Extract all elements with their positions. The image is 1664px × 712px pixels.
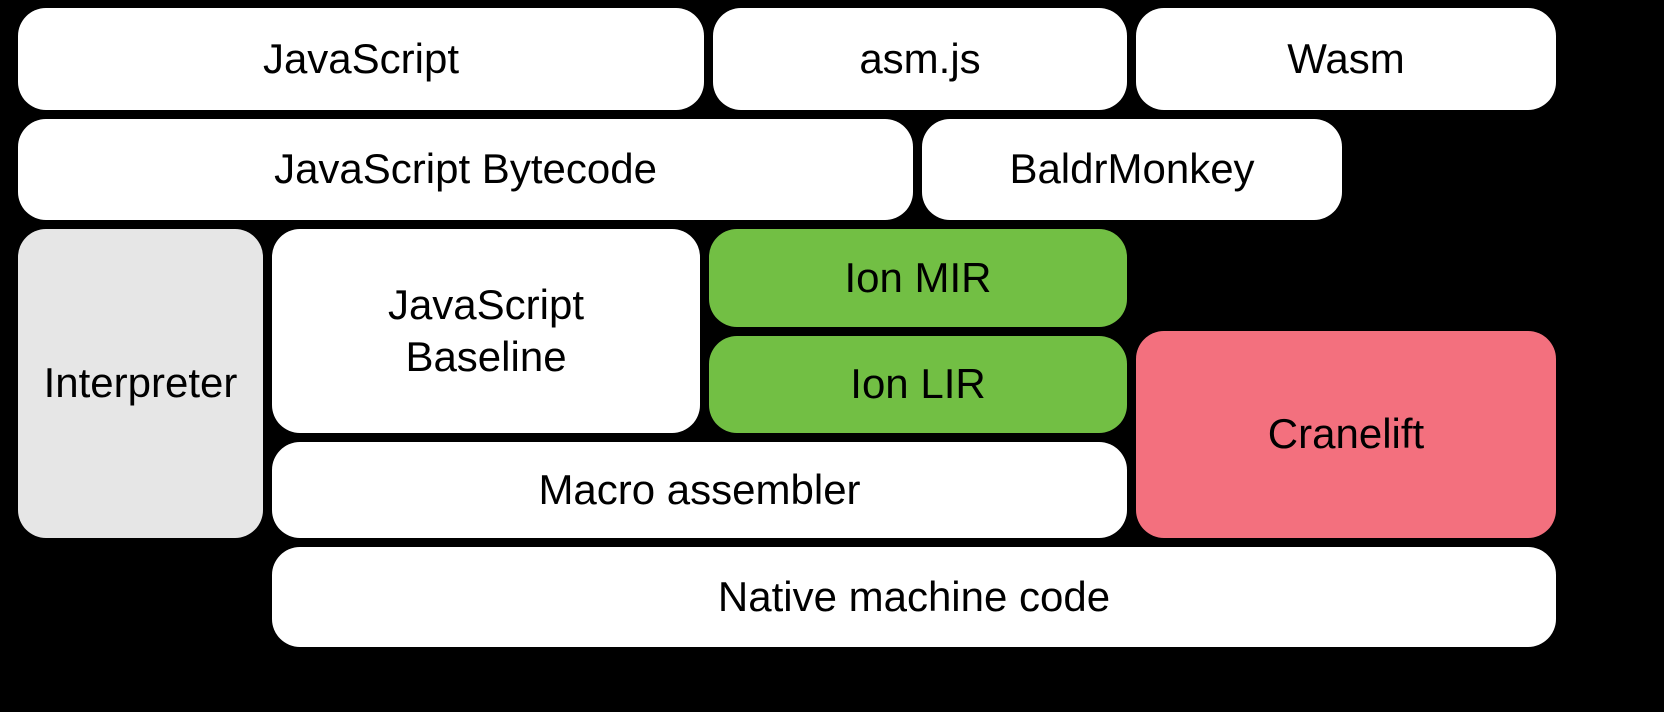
box-ion-mir-label: Ion MIR (844, 253, 992, 301)
box-javascript: JavaScript (18, 8, 704, 110)
box-wasm-label: Wasm (1287, 34, 1405, 82)
box-ion-lir-label: Ion LIR (850, 360, 986, 408)
box-javascript-baseline: JavaScript Baseline (272, 229, 700, 433)
box-native-machine-code: Native machine code (272, 547, 1556, 647)
box-interpreter-label: Interpreter (43, 359, 238, 407)
box-javascript-baseline-label: JavaScript Baseline (387, 280, 585, 381)
box-wasm: Wasm (1136, 8, 1556, 110)
box-baldrmonkey-label: BaldrMonkey (1009, 145, 1255, 193)
box-baldrmonkey: BaldrMonkey (922, 119, 1342, 220)
box-cranelift: Cranelift (1136, 331, 1556, 538)
box-asmjs-label: asm.js (859, 34, 981, 82)
box-cranelift-label: Cranelift (1267, 410, 1425, 458)
box-ion-mir: Ion MIR (709, 229, 1127, 327)
box-macro-assembler: Macro assembler (272, 442, 1127, 538)
box-native-machine-code-label: Native machine code (717, 572, 1111, 620)
box-interpreter: Interpreter (18, 229, 263, 538)
box-macro-assembler-label: Macro assembler (538, 465, 861, 513)
box-javascript-label: JavaScript (262, 34, 460, 82)
box-ion-lir: Ion LIR (709, 336, 1127, 433)
box-javascript-bytecode: JavaScript Bytecode (18, 119, 913, 220)
box-asmjs: asm.js (713, 8, 1127, 110)
box-javascript-bytecode-label: JavaScript Bytecode (274, 145, 657, 193)
